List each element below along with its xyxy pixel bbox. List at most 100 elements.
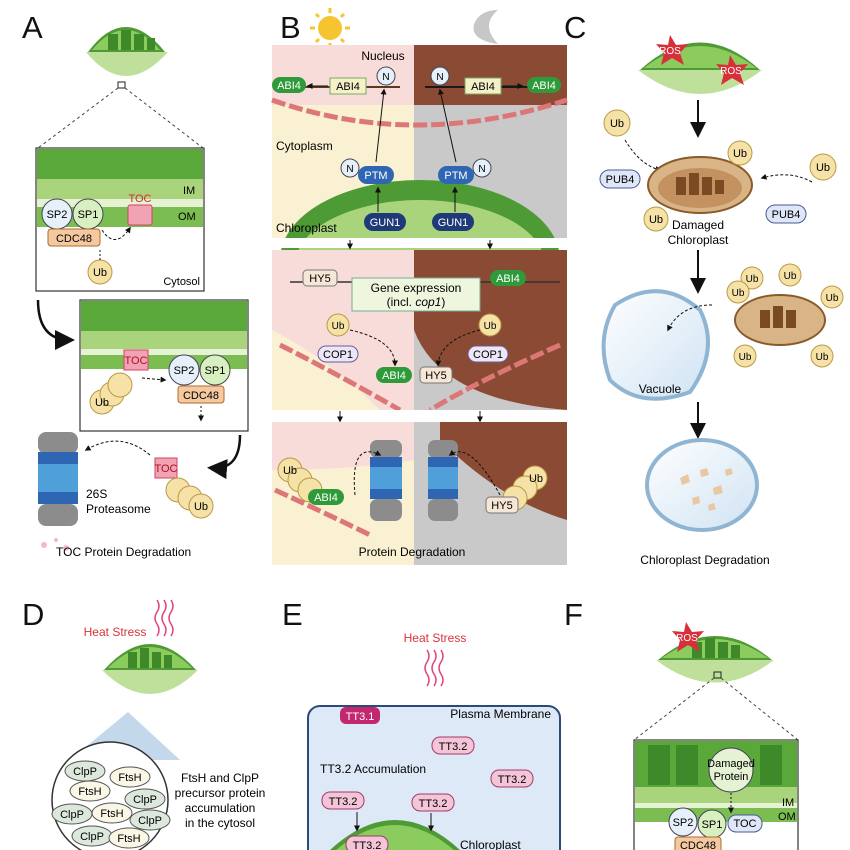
damaged-label-2: Chloroplast bbox=[668, 233, 729, 247]
plasma-membrane-label: Plasma Membrane bbox=[450, 707, 551, 721]
ub-c-5: Ub bbox=[746, 274, 759, 285]
d-desc-4: in the cytosol bbox=[185, 816, 255, 830]
ub-c-6: Ub bbox=[784, 271, 797, 282]
damaged-protein-1: Damaged bbox=[707, 758, 755, 770]
sp1-f: SP1 bbox=[702, 819, 723, 831]
tt32-5: TT3.2 bbox=[353, 840, 382, 850]
damaged-chloroplast bbox=[647, 156, 753, 214]
ub-c-3: Ub bbox=[733, 148, 747, 160]
tt32-4: TT3.2 bbox=[419, 798, 448, 810]
ptm-day: PTM bbox=[364, 170, 387, 182]
abi4-protein-day: ABI4 bbox=[277, 80, 301, 92]
n-label-4: N bbox=[478, 164, 485, 175]
panel-c: ROS ROS Ub Ub PUB4 PUB4 Ub Ub Damaged Ch… bbox=[599, 35, 844, 567]
ros-star-2: ROS bbox=[716, 55, 748, 85]
ftsh-4: FtsH bbox=[117, 833, 140, 845]
ub-label-2: Ub bbox=[95, 397, 109, 409]
chloroplast-degradation-label: Chloroplast Degradation bbox=[640, 553, 769, 567]
toc-label-3: TOC bbox=[154, 463, 177, 475]
toc-label-2: TOC bbox=[124, 355, 147, 367]
panel-e: Heat Stress TT3.1 Plasma Membrane TT3.2 … bbox=[307, 631, 561, 850]
cytoplasm-label: Cytoplasm bbox=[276, 139, 333, 153]
chloroplast-label-b: Chloroplast bbox=[276, 221, 337, 235]
sp2-label-2: SP2 bbox=[174, 365, 195, 377]
ub-c-4: Ub bbox=[649, 214, 663, 226]
panel-letter-b: B bbox=[280, 10, 301, 45]
clpp-5: ClpP bbox=[80, 831, 104, 843]
cdc48-f: CDC48 bbox=[680, 840, 716, 850]
hy5-cop1-target: HY5 bbox=[425, 370, 446, 382]
abi4-mid: ABI4 bbox=[496, 273, 520, 285]
om-label: OM bbox=[178, 211, 196, 223]
sun-icon bbox=[310, 8, 350, 48]
panel-letter-d: D bbox=[22, 597, 45, 632]
heat-waves-d bbox=[154, 599, 174, 637]
damaged-protein-2: Protein bbox=[714, 771, 749, 783]
toc-f: TOC bbox=[733, 818, 756, 830]
vacuole bbox=[601, 289, 710, 401]
proteasome-label-2: Proteasome bbox=[86, 502, 151, 516]
d-desc-2: precursor protein bbox=[175, 786, 266, 800]
nucleus-label: Nucleus bbox=[361, 49, 404, 63]
d-desc-1: FtsH and ClpP bbox=[181, 771, 259, 785]
ftsh-1: FtsH bbox=[118, 772, 141, 784]
panel-letter-c: C bbox=[564, 10, 587, 45]
cytosol-label: Cytosol bbox=[163, 276, 200, 288]
ub-label-3: Ub bbox=[194, 501, 208, 513]
ub-b-bottom-night: Ub bbox=[529, 473, 543, 485]
sp2-f: SP2 bbox=[673, 817, 694, 829]
protein-degradation-label: Protein Degradation bbox=[359, 545, 466, 559]
clpp-ftsh-cluster: ClpP FtsH FtsH ClpP ClpP FtsH ClpP ClpP … bbox=[51, 760, 171, 849]
ub-c-1: Ub bbox=[610, 118, 624, 130]
ub-c-8: Ub bbox=[826, 293, 839, 304]
ub-c-9: Ub bbox=[739, 352, 752, 363]
clpp-3: ClpP bbox=[60, 809, 84, 821]
sp1-label: SP1 bbox=[78, 209, 99, 221]
proteasome-day bbox=[370, 440, 402, 521]
abi4-cop1-target: ABI4 bbox=[382, 370, 406, 382]
ub-b-day: Ub bbox=[332, 321, 345, 332]
pub4-right: PUB4 bbox=[772, 209, 801, 221]
ub-c-2: Ub bbox=[816, 162, 830, 174]
ftsh-3: FtsH bbox=[100, 808, 123, 820]
abi4-gene-night: ABI4 bbox=[471, 81, 495, 93]
ub-label: Ub bbox=[93, 267, 107, 279]
moon-icon bbox=[473, 10, 498, 44]
tt32-accumulation-label: TT3.2 Accumulation bbox=[320, 762, 426, 776]
tt32-1: TT3.2 bbox=[439, 741, 468, 753]
vacuole-label: Vacuole bbox=[639, 382, 682, 396]
tt32-3: TT3.2 bbox=[329, 796, 358, 808]
chloroplast-icon bbox=[86, 27, 168, 89]
clpp-2: ClpP bbox=[133, 794, 157, 806]
cop1-night: COP1 bbox=[473, 349, 503, 361]
om-label-f: OM bbox=[778, 811, 796, 823]
sp1-label-2: SP1 bbox=[205, 365, 226, 377]
proteasome-night bbox=[428, 440, 458, 521]
abi4-gene-day: ABI4 bbox=[336, 81, 360, 93]
tt32-2: TT3.2 bbox=[498, 774, 527, 786]
heat-waves-e bbox=[424, 649, 444, 687]
im-label: IM bbox=[183, 185, 195, 197]
ptm-night: PTM bbox=[444, 170, 467, 182]
svg-text:ROS: ROS bbox=[659, 46, 681, 57]
sp2-label: SP2 bbox=[47, 209, 68, 221]
n-label-2: N bbox=[436, 72, 443, 83]
proteasome-26s bbox=[38, 432, 78, 551]
proteasome-label-1: 26S bbox=[86, 487, 107, 501]
d-desc-3: accumulation bbox=[185, 801, 256, 815]
damaged-label-1: Damaged bbox=[672, 218, 724, 232]
panel-letter-f: F bbox=[564, 597, 583, 632]
gene-expression-line2: (incl. cop1) bbox=[387, 295, 446, 309]
ub-c-10: Ub bbox=[816, 352, 829, 363]
hy5-bottom: HY5 bbox=[491, 500, 512, 512]
clpp-1: ClpP bbox=[73, 766, 97, 778]
im-label-f: IM bbox=[782, 797, 794, 809]
heat-stress-d: Heat Stress bbox=[84, 625, 147, 639]
ub-b-bottom-day: Ub bbox=[283, 465, 297, 477]
toc-label: TOC bbox=[128, 193, 151, 205]
thylakoid-stacks-f bbox=[648, 745, 782, 785]
panel-letter-a: A bbox=[22, 10, 43, 45]
abi4-bottom: ABI4 bbox=[314, 492, 338, 504]
toc-degradation-label: TOC Protein Degradation bbox=[56, 545, 191, 559]
